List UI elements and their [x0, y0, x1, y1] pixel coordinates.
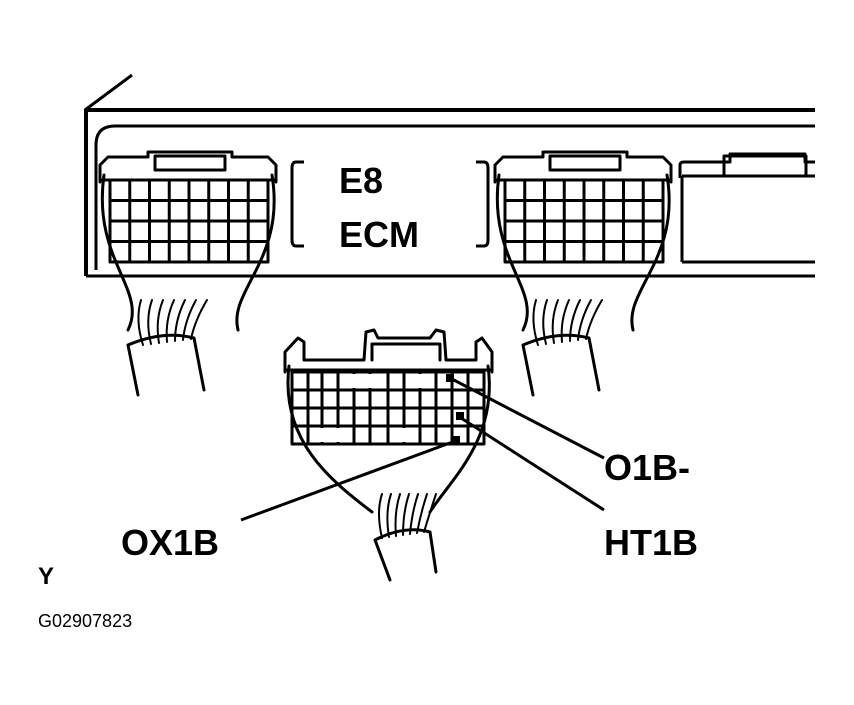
left-ecm-connector — [98, 150, 278, 397]
harness-wire — [585, 299, 603, 340]
wire-harness — [126, 333, 206, 397]
callout-ox1b: OX1B — [121, 522, 219, 563]
connector-shell — [283, 328, 494, 374]
callout-leaders — [240, 376, 605, 522]
harness-wire — [402, 493, 410, 536]
wire-harness — [521, 333, 601, 397]
leader-o1b — [449, 376, 605, 460]
ecm-label-e8: E8 — [339, 160, 383, 201]
leader-ox1b — [240, 438, 459, 522]
harness-wire — [174, 299, 186, 342]
view-letter: Y — [38, 563, 54, 590]
harness-wire — [182, 299, 197, 341]
figure-id: G02907823 — [38, 611, 132, 631]
connector-shell — [98, 150, 278, 184]
harness-wire — [416, 493, 428, 534]
boot-right-edge — [235, 173, 276, 332]
ecm-label-ecm: ECM — [339, 214, 419, 255]
boot-left-edge — [100, 173, 134, 332]
blank-pin-cell — [390, 428, 418, 442]
harness-wire — [577, 299, 592, 341]
harness-wire — [409, 493, 419, 535]
blank-pin-cell — [340, 374, 386, 388]
blank-pin-cell — [310, 428, 352, 442]
harness-wire — [542, 299, 548, 345]
callout-o1b: O1B- — [604, 447, 690, 488]
harness-wire — [137, 299, 144, 346]
leader-ht1b — [460, 416, 605, 512]
harness-wire — [569, 299, 581, 342]
harness-wire — [378, 493, 383, 539]
connector-latch — [548, 154, 622, 172]
connector-latch — [370, 342, 442, 362]
pin-marker-ht1b — [456, 412, 464, 420]
harness-wire — [394, 493, 401, 537]
boot-left-edge — [286, 364, 374, 514]
lower-connector — [283, 328, 494, 582]
harness-wire — [551, 299, 559, 344]
middle-ecm-connector — [493, 150, 673, 397]
harness-wire — [560, 299, 570, 343]
harness-wire — [532, 299, 539, 346]
connector-shell — [493, 150, 673, 184]
harness-wire — [165, 299, 175, 343]
callout-ht1b: HT1B — [604, 522, 698, 563]
ecm-housing — [84, 73, 815, 278]
harness-wire — [423, 493, 437, 533]
wire-harness — [373, 528, 438, 582]
harness-wire — [156, 299, 164, 344]
harness-wire — [386, 493, 392, 538]
ecm-label-box — [290, 160, 490, 248]
harness-wire — [190, 299, 208, 340]
boot-right-edge — [630, 173, 671, 332]
connector-latch — [153, 154, 227, 172]
boot-left-edge — [495, 173, 529, 332]
harness-wire — [147, 299, 153, 345]
right-ecm-connector — [678, 152, 815, 264]
blank-pin-cell — [406, 374, 434, 388]
boot-right-edge — [428, 364, 491, 514]
